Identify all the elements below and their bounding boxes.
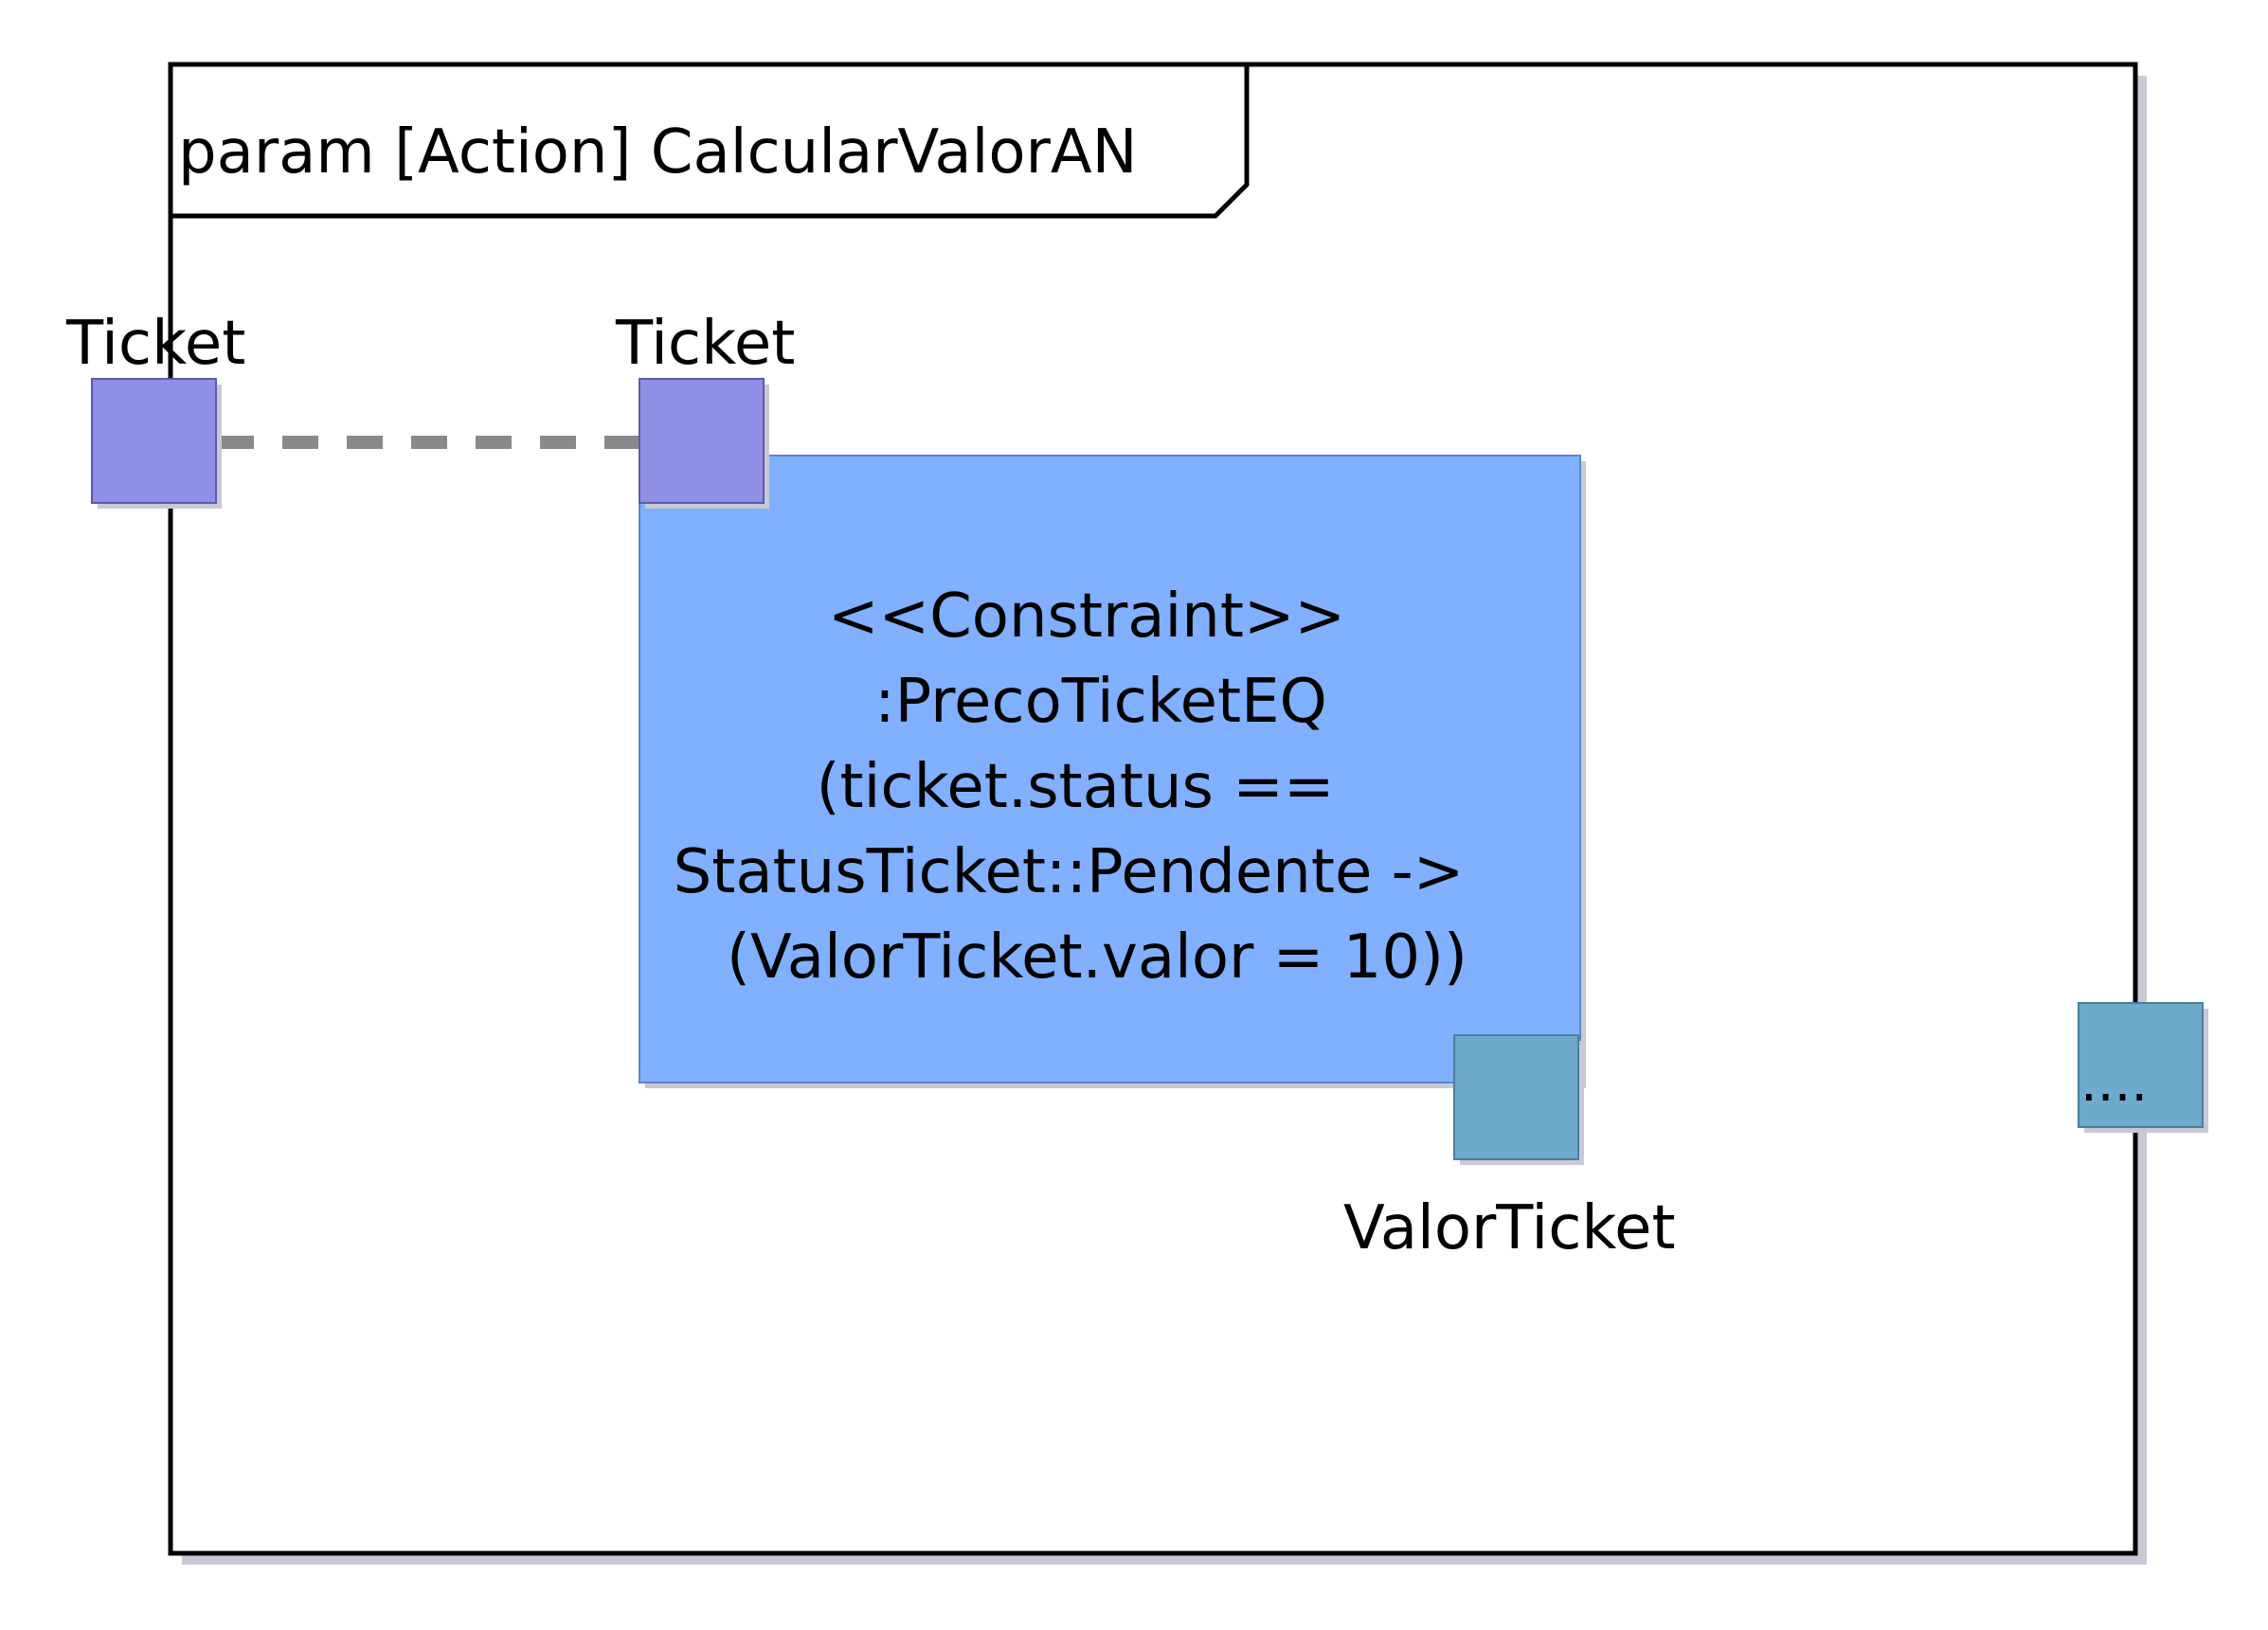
outer-input-port[interactable]: Ticket xyxy=(65,309,245,509)
outer-input-port-box[interactable] xyxy=(91,378,217,504)
outer-output-port-label: .... xyxy=(2080,1052,2148,1114)
constraint-name: :PrecoTicketEQ xyxy=(874,667,1327,737)
frame-title: param [Action] CalcularValorAN xyxy=(178,117,1137,188)
constraint-stereotype: <<Constraint>> xyxy=(828,582,1345,652)
constraint-expression-line-3: (ValorTicket.valor = 10)) xyxy=(727,922,1467,993)
constraint-output-port[interactable]: ValorTicket xyxy=(1343,1034,1676,1263)
outer-input-port-label: Ticket xyxy=(65,309,245,379)
constraint-expression-line-1: (ticket.status == xyxy=(817,752,1335,822)
constraint-expression-line-2: StatusTicket::Pendente -> xyxy=(674,837,1465,907)
outer-output-port[interactable]: .... xyxy=(2078,1002,2208,1133)
constraint-output-port-label: ValorTicket xyxy=(1343,1193,1676,1263)
frame-title-tab xyxy=(172,66,1250,219)
constraint-input-port-box[interactable] xyxy=(639,378,765,504)
constraint-input-port-label: Ticket xyxy=(615,309,795,379)
constraint-block[interactable]: <<Constraint>> :PrecoTicketEQ (ticket.st… xyxy=(639,455,1586,1088)
outer-output-port-box[interactable] xyxy=(2078,1002,2204,1128)
constraint-output-port-box[interactable] xyxy=(1453,1034,1579,1160)
constraint-block-box[interactable] xyxy=(639,455,1581,1084)
constraint-input-port[interactable]: Ticket xyxy=(615,309,795,509)
